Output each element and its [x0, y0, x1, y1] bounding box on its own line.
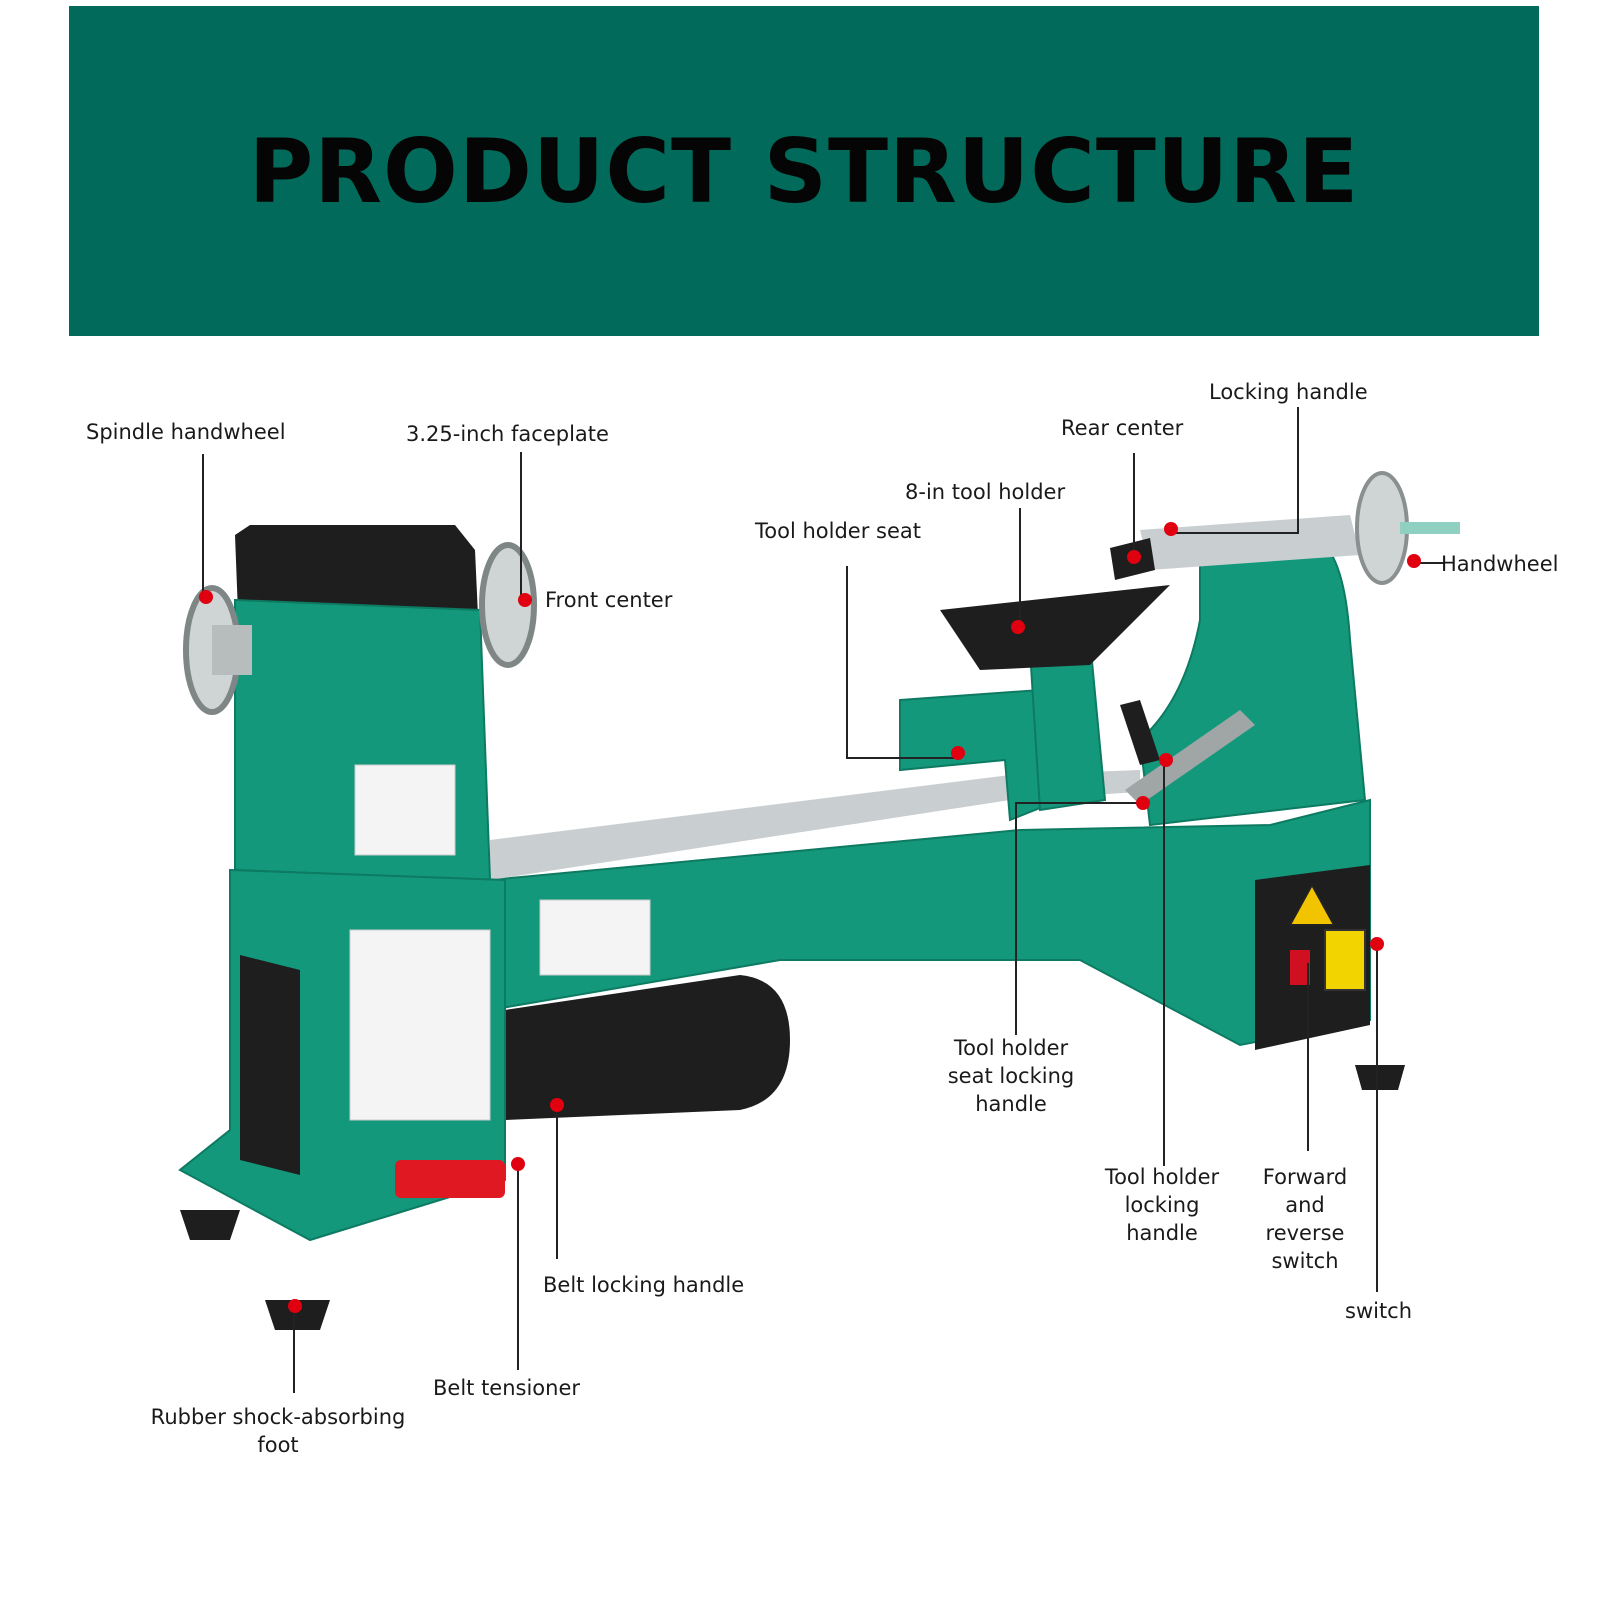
label-tool-holder-locking-handle: Tool holder locking handle [1104, 1165, 1220, 1245]
foot-front [265, 1300, 330, 1330]
seat-locking-lever [1120, 700, 1160, 765]
label-seat-locking-handle: Tool holder seat locking handle [947, 1036, 1075, 1116]
direction-switch [1290, 950, 1310, 985]
leader-tool-holder-seat [846, 566, 955, 759]
marker-front-center [518, 593, 532, 607]
leader-locking-handle [1171, 407, 1299, 534]
tailstock-handwheel-graphic [1355, 471, 1409, 585]
label-belt-tensioner: Belt tensioner [433, 1376, 581, 1400]
tailstock-quill [1140, 515, 1360, 570]
marker-tool-holder-seat [951, 746, 965, 760]
page-title: PRODUCT STRUCTURE [248, 119, 1360, 223]
label-tool-holder-8in: 8-in tool holder [905, 480, 1066, 504]
label-spindle-handwheel: Spindle handwheel [86, 420, 286, 444]
marker-handwheel [1407, 554, 1421, 568]
tailstock [1138, 539, 1367, 827]
spindle-hub [212, 625, 252, 675]
tool-rest-plate [940, 585, 1170, 670]
title-banner: PRODUCT STRUCTURE [69, 6, 1539, 336]
tool-holder-locking-lever [1125, 710, 1255, 805]
marker-locking-handle [1164, 522, 1178, 536]
marker-spindle-handwheel [199, 590, 213, 604]
label-forward-reverse-switch: Forward and reverse switch [1262, 1165, 1348, 1273]
callout-markers [199, 522, 1421, 1313]
warning-triangle [1288, 882, 1336, 926]
handwheel-crank [1400, 522, 1460, 534]
leader-seat-locking-handle [1015, 802, 1143, 1035]
label-front-center: Front center [545, 588, 673, 612]
label-switch: switch [1345, 1299, 1413, 1323]
label-locking-handle: Locking handle [1209, 380, 1368, 404]
label-tool-holder-seat: Tool holder seat [755, 519, 921, 543]
motor [505, 975, 790, 1120]
marker-tool-holder-8in [1011, 620, 1025, 634]
bed-rail [490, 770, 1140, 880]
marker-belt-tensioner [511, 1157, 525, 1171]
foot-right [1355, 1065, 1405, 1090]
label-faceplate: 3.25-inch faceplate [406, 422, 609, 446]
marker-belt-locking-handle [550, 1098, 564, 1112]
label-belt-locking-handle: Belt locking handle [543, 1273, 745, 1297]
switch-box [1255, 865, 1370, 1050]
speed-chart [354, 764, 456, 856]
label-rear-center: Rear center [1061, 416, 1184, 440]
wood-lathe-illustration [178, 471, 1460, 1330]
marker-tool-holder-locking-handle [1159, 753, 1173, 767]
label-rubber-foot: Rubber shock-absorbing foot [150, 1405, 406, 1457]
access-door [240, 955, 300, 1175]
belt-locking-lever [395, 1160, 505, 1198]
leader-lines [202, 407, 1444, 1393]
safety-sticker [539, 899, 651, 976]
spec-plate [349, 929, 491, 1121]
foot-front-left [180, 1210, 240, 1240]
marker-switch [1370, 937, 1384, 951]
label-handwheel: Handwheel [1441, 552, 1559, 576]
marker-seat-locking-handle [1136, 796, 1150, 810]
marker-rear-center [1127, 550, 1141, 564]
marker-rubber-foot [288, 1299, 302, 1313]
power-switch [1324, 929, 1366, 991]
